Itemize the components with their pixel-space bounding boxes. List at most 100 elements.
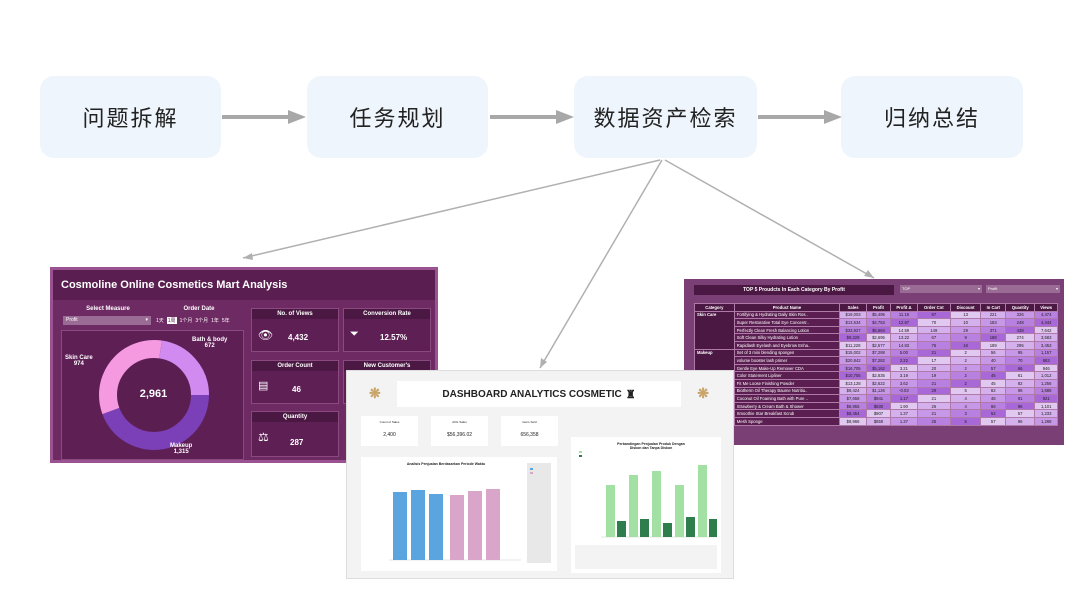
value-cell: $7,288 — [866, 348, 891, 358]
bar — [686, 517, 695, 537]
measure-select[interactable]: Profit▾ — [63, 316, 151, 325]
measure-select-value: Profit — [66, 317, 78, 323]
step-label: 数据资产检索 — [593, 107, 738, 132]
value-cell: 96 — [1004, 416, 1036, 426]
clipboard-icon: ▤ — [258, 380, 269, 392]
kpi-label: AVG Sales — [452, 420, 467, 424]
kpi-value: $56,396.02 — [446, 432, 473, 438]
value-cell: 1.90 — [889, 401, 918, 411]
value-cell: 57 — [980, 416, 1006, 426]
bar — [709, 519, 717, 537]
product-name-cell: Soft Clean Silky Hydrating Lotion — [733, 333, 841, 342]
value-cell: 45 — [980, 371, 1006, 380]
bar — [629, 475, 638, 537]
step-label: 归纳总结 — [883, 107, 980, 132]
donut-segment-bath — [99, 340, 209, 450]
chevron-down-icon: ▾ — [977, 286, 980, 291]
weight-icon: ⚖ — [258, 430, 269, 444]
value-cell: 438 — [1004, 325, 1036, 335]
kpi-conversion: Conversion Rate ⏷ 12.57% — [343, 308, 431, 352]
product-name-cell: Mesh Sponge — [733, 416, 841, 426]
value-cell: 66 — [980, 401, 1006, 411]
bar — [468, 491, 482, 560]
table-row: Strawberry & Cream Bath & Shower$8,955$9… — [695, 401, 1058, 411]
value-cell: $7,282 — [866, 356, 891, 365]
date-option-selected[interactable]: 1周 — [166, 317, 177, 324]
value-cell: 3.21 — [889, 363, 918, 373]
value-cell: 1.37 — [889, 416, 918, 426]
date-option[interactable]: 3个月 — [195, 318, 209, 324]
discount-comparison-chart — [575, 451, 717, 569]
value-cell: $8,454 — [839, 409, 868, 418]
product-name-cell: Gentle Eye Make-Up Remover CDA — [733, 363, 841, 373]
kpi-label: Quantity — [252, 412, 338, 422]
step-problem-decomposition: 问题拆解 — [40, 76, 221, 158]
bar — [411, 490, 425, 560]
footer-panel — [575, 545, 717, 569]
value-cell: 2 — [949, 363, 982, 373]
value-cell: $4,753 — [866, 318, 891, 327]
date-option[interactable]: 1个月 — [179, 318, 193, 324]
connector-head-3 — [864, 270, 874, 278]
kpi-label: New Customer's — [344, 361, 430, 371]
value-cell: 3,453 — [1034, 340, 1058, 350]
connector-to-dashboard-3 — [664, 159, 875, 279]
value-cell: $16,705 — [839, 363, 868, 373]
value-cell: 56 — [980, 348, 1006, 358]
value-cell: $13,128 — [839, 378, 868, 388]
period-sales-chart — [389, 463, 551, 563]
kpi-label: Order Count — [252, 361, 338, 371]
value-cell: 4,474 — [1034, 310, 1058, 320]
value-cell: 1,157 — [1034, 348, 1058, 358]
kpi-value: 4,432 — [288, 333, 309, 342]
product-name-cell: Strawberry & Cream Bath & Shower — [733, 401, 841, 411]
column-header: Sales — [839, 303, 868, 312]
value-cell: 1,686 — [1034, 386, 1058, 396]
value-cell: 5.00 — [889, 348, 918, 358]
value-cell: 3.19 — [889, 371, 918, 380]
bar — [486, 489, 500, 560]
value-cell: 87 — [916, 310, 951, 320]
step-summary: 归纳总结 — [841, 76, 1023, 158]
value-cell: $13,534 — [839, 318, 868, 327]
table-row: Fit Me Loose Finishing Powder$13,128$2,6… — [695, 378, 1058, 388]
bar — [450, 495, 464, 560]
step-label: 问题拆解 — [82, 107, 179, 132]
measure-filter-select[interactable]: Profit▾ — [986, 285, 1060, 293]
value-cell: 3,583 — [1034, 333, 1058, 342]
value-cell: $2,622 — [866, 378, 891, 388]
ornament-icon: ❋ — [369, 385, 381, 401]
dashboard-title: ❋ DASHBOARD ANALYTICS COSMETIC ♜ ❋ — [369, 381, 709, 407]
value-cell: $7,658 — [839, 394, 868, 403]
value-cell: 2.22 — [889, 356, 918, 365]
value-cell: 70 — [916, 318, 951, 327]
product-name-cell: Biotherm Oil Therapy Baume Nutritiu.. — [733, 386, 841, 396]
kpi-quantity: Quantity ⚖ 287 — [251, 411, 339, 457]
date-option[interactable]: 5年 — [221, 318, 230, 324]
value-cell: $2,577 — [866, 340, 891, 350]
value-cell: 26 — [916, 401, 951, 411]
top-filter-select[interactable]: TOP▾ — [900, 285, 982, 293]
column-header: Quantity — [1004, 303, 1036, 312]
value-cell: 1,012 — [1034, 371, 1058, 380]
bar — [652, 471, 661, 537]
product-name-cell: Fit Me Loose Finishing Powder — [733, 378, 841, 388]
bar — [663, 523, 672, 537]
kpi-label: No. of Views — [252, 309, 338, 319]
product-name-cell: Rapidlash Eyelash and Eyebrow Enha.. — [733, 340, 841, 350]
value-cell: $2,835 — [866, 371, 891, 380]
product-name-cell: Fortifying & Hydrating Daily Skin Ros.. — [733, 310, 841, 320]
date-option[interactable]: 1天 — [156, 318, 164, 324]
bath-label: Bath & body — [192, 337, 228, 343]
value-cell: 12.87 — [889, 318, 918, 327]
value-cell: 248 — [1004, 318, 1036, 327]
arrow-right-icon — [222, 110, 306, 124]
bar — [675, 485, 684, 537]
legend-swatch — [579, 451, 582, 453]
date-option[interactable]: 1年 — [211, 318, 219, 324]
